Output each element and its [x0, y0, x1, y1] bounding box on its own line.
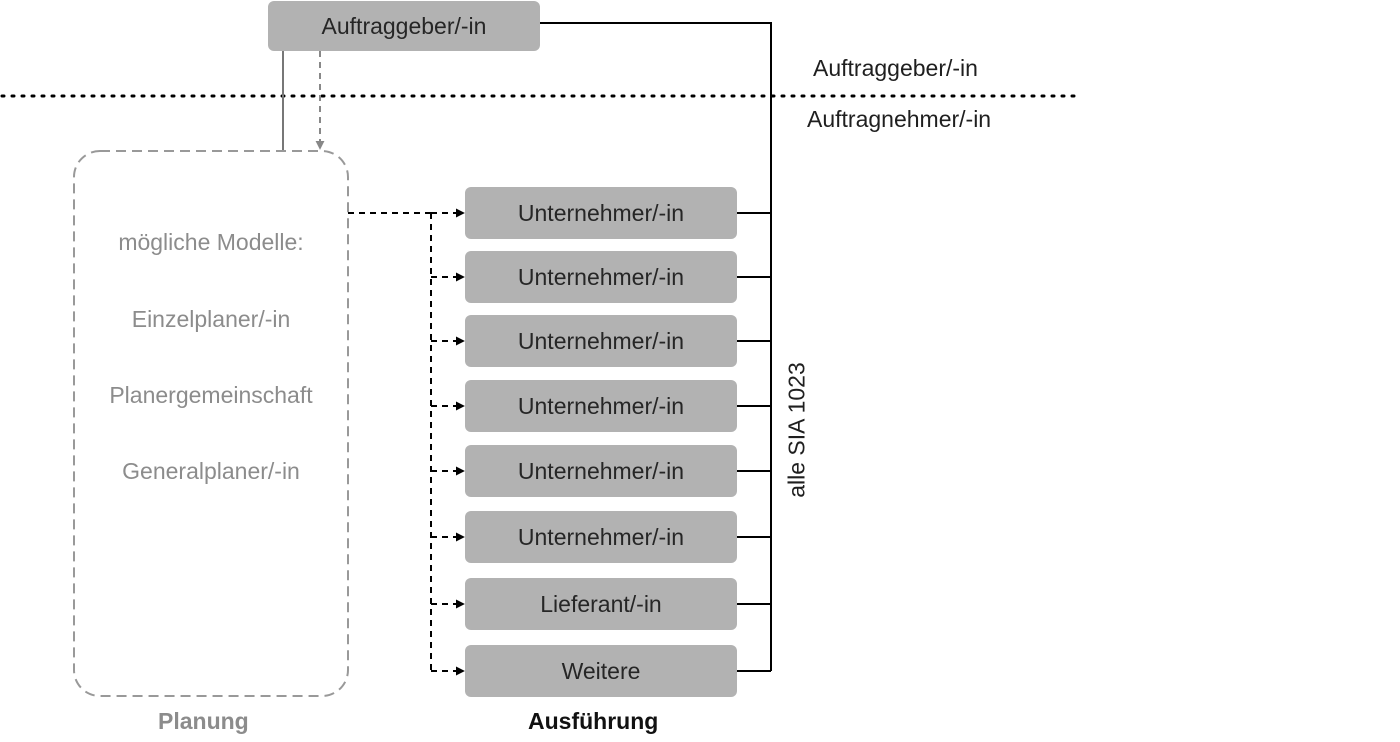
- execution-box-label: Unternehmer/-in: [517, 199, 685, 226]
- execution-box: Weitere: [465, 645, 737, 697]
- execution-box: Unternehmer/-in: [465, 251, 737, 303]
- contract-label: alle SIA 1023: [783, 362, 810, 498]
- upper-side-label: Auftraggeber/-in: [813, 55, 978, 81]
- execution-box: Unternehmer/-in: [465, 187, 737, 239]
- model-item: Generalplaner/-in: [122, 458, 300, 484]
- execution-box-label: Weitere: [561, 657, 641, 684]
- execution-box-label: Lieferant/-in: [540, 590, 662, 617]
- model-item: Planergemeinschaft: [109, 382, 313, 408]
- lower-side-label: Auftragnehmer/-in: [807, 106, 992, 132]
- execution-box: Unternehmer/-in: [465, 315, 737, 367]
- execution-box-label: Unternehmer/-in: [517, 327, 685, 354]
- execution-box: Unternehmer/-in: [465, 380, 737, 432]
- planning-heading: mögliche Modelle:: [118, 229, 304, 255]
- client-contract-line: [540, 22, 772, 671]
- coordination-arrows: [431, 208, 465, 676]
- execution-box-label: Unternehmer/-in: [517, 392, 685, 419]
- model-item: Einzelplaner/-in: [131, 306, 291, 332]
- execution-box-label: Unternehmer/-in: [517, 457, 685, 484]
- execution-caption: Ausführung: [528, 708, 659, 734]
- execution-box-label: Unternehmer/-in: [517, 523, 685, 550]
- client-box: Auftraggeber/-in: [268, 1, 540, 51]
- planning-caption: Planung: [158, 708, 249, 734]
- execution-box: Lieferant/-in: [465, 578, 737, 630]
- planning-models-frame: [73, 150, 349, 697]
- execution-box-label: Unternehmer/-in: [517, 263, 685, 290]
- execution-box: Unternehmer/-in: [465, 445, 737, 497]
- execution-box: Unternehmer/-in: [465, 511, 737, 563]
- client-label: Auftraggeber/-in: [321, 12, 487, 39]
- contract-ticks: [737, 212, 771, 672]
